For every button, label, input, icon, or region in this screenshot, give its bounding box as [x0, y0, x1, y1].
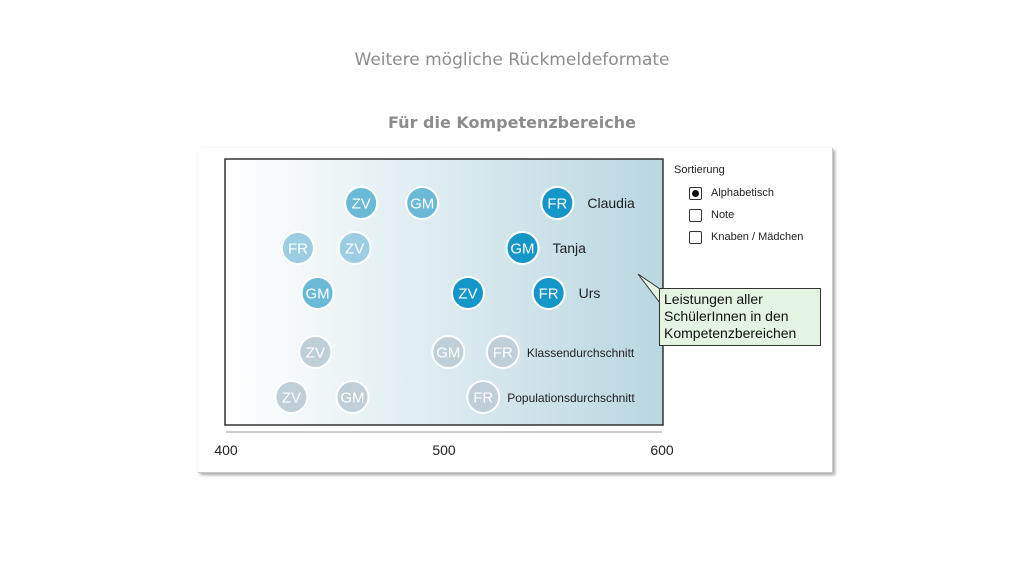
point-circle [505, 231, 540, 265]
callout-box: Leistungen aller SchülerInnen in den Kom… [659, 288, 821, 346]
point-circle [335, 380, 370, 414]
radio-alphabetical[interactable] [689, 186, 702, 200]
row-label: Claudia [587, 195, 635, 211]
data-point: FR [280, 231, 315, 265]
point-label: FR [547, 196, 567, 213]
sort-panel-title: Sortierung [674, 164, 725, 176]
point-circle [298, 335, 333, 369]
data-point: FR [485, 335, 520, 369]
point-circle [405, 186, 440, 220]
row-label: Populationsdurchschnitt [507, 391, 635, 405]
sort-option-grade[interactable]: Note [689, 204, 824, 226]
data-point: GM [335, 380, 370, 414]
point-label: GM [510, 241, 534, 258]
point-label: ZV [282, 390, 301, 407]
row-label: Urs [579, 285, 601, 301]
point-circle [531, 276, 566, 310]
point-circle [450, 276, 485, 310]
point-label: GM [410, 196, 434, 213]
slide-subtitle: Für die Kompetenzbereiche [388, 113, 636, 132]
callout-line: Leistungen aller [664, 291, 763, 307]
point-label: ZV [306, 345, 325, 362]
point-circle [274, 380, 309, 414]
sort-option-label: Knaben / Mädchen [711, 231, 804, 243]
point-label: ZV [458, 286, 477, 303]
sort-option-gender[interactable]: Knaben / Mädchen [689, 226, 824, 248]
data-point: FR [540, 186, 575, 220]
sort-option-label: Note [711, 209, 735, 221]
data-point: ZV [298, 335, 333, 369]
point-label: FR [539, 286, 559, 303]
plot-area [224, 158, 664, 426]
data-point: ZV [337, 231, 372, 265]
point-label: GM [305, 286, 329, 303]
x-tick-label: 500 [432, 442, 456, 458]
row-label: Klassendurchschnitt [527, 346, 635, 360]
sort-option-label: Alphabetisch [711, 187, 774, 199]
point-circle [344, 186, 379, 220]
callout-line: SchülerInnen in den [664, 308, 789, 324]
data-point: GM [300, 276, 335, 310]
callout-line: Kompetenzbereichen [664, 325, 797, 341]
data-point: GM [405, 186, 440, 220]
data-point: ZV [344, 186, 379, 220]
point-circle [337, 231, 372, 265]
point-label: FR [493, 345, 513, 362]
data-point: ZV [450, 276, 485, 310]
row-label: Tanja [552, 240, 586, 256]
data-point: GM [505, 231, 540, 265]
point-label: FR [473, 390, 493, 407]
point-label: ZV [345, 241, 364, 258]
data-point: FR [531, 276, 566, 310]
data-point: GM [431, 335, 466, 369]
radio-gender[interactable] [689, 230, 702, 244]
point-label: GM [340, 390, 364, 407]
point-circle [466, 380, 501, 414]
point-circle [485, 335, 520, 369]
point-circle [540, 186, 575, 220]
point-label: FR [288, 241, 308, 258]
sort-panel: Sortierung Alphabetisch Note Knaben / Mä… [674, 164, 824, 248]
x-tick-label: 400 [214, 442, 238, 458]
radio-grade[interactable] [689, 208, 702, 222]
slide-title: Weitere mögliche Rückmeldeformate [354, 50, 670, 70]
point-circle [431, 335, 466, 369]
data-point: ZV [274, 380, 309, 414]
point-label: ZV [352, 196, 371, 213]
sort-option-alphabetical[interactable]: Alphabetisch [689, 182, 824, 204]
x-tick-label: 600 [650, 442, 674, 458]
point-circle [280, 231, 315, 265]
point-circle [300, 276, 335, 310]
data-point: FR [466, 380, 501, 414]
point-label: GM [436, 345, 460, 362]
